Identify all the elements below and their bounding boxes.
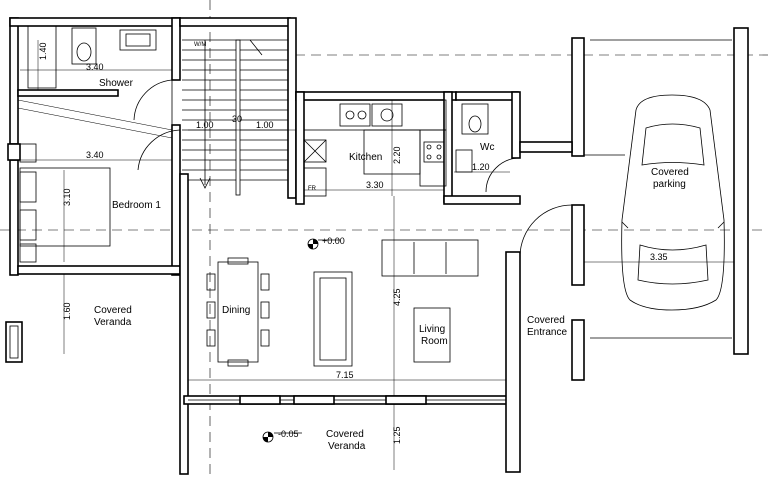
room-label-wc: Wc	[480, 142, 494, 153]
dim-3-35: 3.35	[650, 252, 668, 262]
dim-30: 30	[232, 114, 242, 124]
living-walls	[179, 173, 521, 475]
room-label-veranda-left-1: Covered	[94, 305, 132, 316]
dim-1-20: 1.20	[472, 162, 490, 172]
room-label-covered-parking-2: parking	[653, 179, 686, 190]
dim-1-40: 1.40	[38, 42, 48, 60]
dim-1-60: 1.60	[62, 302, 72, 320]
room-label-entrance-1: Covered	[527, 315, 565, 326]
dim-3-30: 3.30	[366, 180, 384, 190]
dim-7-15: 7.15	[336, 370, 354, 380]
bedroom-door	[137, 129, 181, 174]
room-label-dining: Dining	[222, 305, 250, 316]
bedroom-block-walls	[9, 17, 181, 276]
wc-walls	[443, 91, 521, 205]
fridge-label: FR	[308, 186, 317, 192]
room-label-bedroom: Bedroom 1	[112, 200, 161, 211]
veranda-column	[5, 321, 23, 363]
coffee-table	[413, 307, 451, 363]
dim-2-20: 2.20	[392, 146, 402, 164]
room-label-veranda-bottom-1: Covered	[326, 429, 364, 440]
dim-3-40-top: 3.40	[86, 62, 104, 72]
car-icon	[621, 94, 725, 311]
sofa-left	[313, 271, 353, 367]
dimension-lines	[18, 40, 734, 470]
level-label-veranda: -0.05	[278, 429, 299, 439]
dining-table	[206, 257, 270, 367]
level-marker-main	[307, 238, 340, 250]
bedroom-window	[7, 143, 21, 161]
dim-3-10: 3.10	[62, 188, 72, 206]
staircase	[179, 17, 297, 199]
dim-1-25: 1.25	[392, 426, 402, 444]
carport	[519, 27, 749, 381]
dim-4-25: 4.25	[392, 288, 402, 306]
room-label-veranda-left-2: Veranda	[94, 317, 132, 328]
dim-1-00-b: 1.00	[256, 120, 274, 130]
shower-door	[133, 79, 173, 125]
dimension-labels: 1.40 3.40 1.00 30 1.00 3.40 3.10 2.20 3.…	[38, 42, 668, 444]
veranda-column-inner	[9, 325, 19, 359]
wm-label: W/M	[194, 42, 206, 48]
sofa-top	[381, 239, 479, 277]
room-label-kitchen: Kitchen	[349, 152, 382, 163]
room-label-shower: Shower	[99, 78, 134, 89]
dim-1-00-a: 1.00	[196, 120, 214, 130]
level-marker-veranda	[262, 431, 302, 443]
room-label-living-2: Room	[421, 336, 448, 347]
room-label-living-1: Living	[419, 324, 445, 335]
room-label-covered-parking-1: Covered	[651, 167, 689, 178]
room-label-entrance-2: Entrance	[527, 327, 567, 338]
room-label-veranda-bottom-2: Veranda	[328, 441, 366, 452]
shower-fixtures	[27, 25, 157, 89]
dim-3-40-mid: 3.40	[86, 150, 104, 160]
level-label-main: +0.00	[322, 236, 345, 246]
